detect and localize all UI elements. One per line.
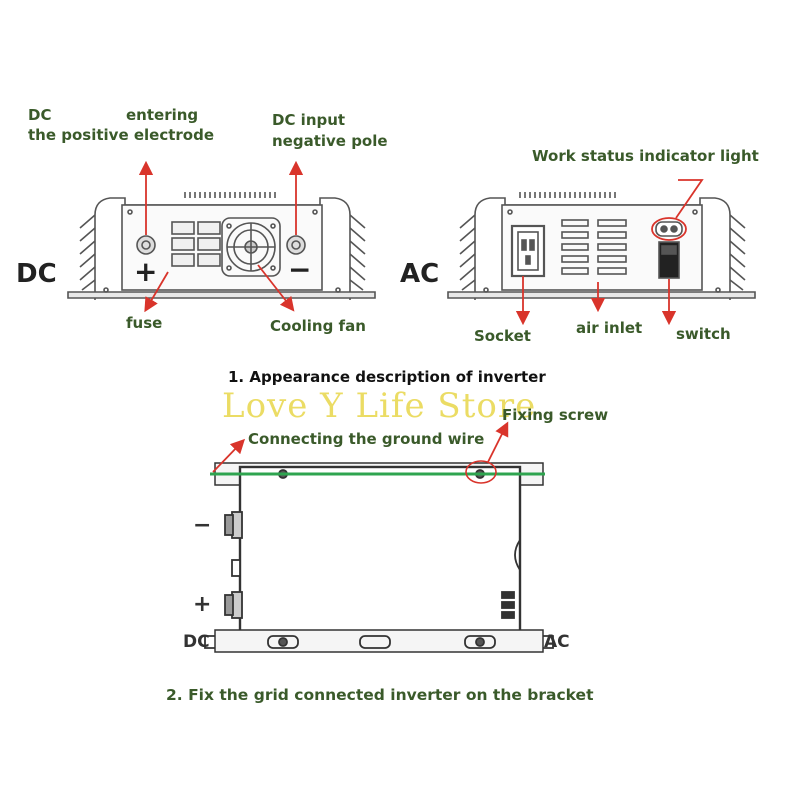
caption-bracket: 2. Fix the grid connected inverter on th… [166, 686, 594, 704]
dc-arrows [138, 160, 304, 313]
bracket-dc-label: DC [183, 632, 210, 652]
indicator-light [655, 221, 683, 237]
fuse-holders [171, 221, 221, 267]
label-ground-wire: Connecting the ground wire [248, 430, 485, 448]
label-air-inlet: air inlet [576, 319, 643, 337]
ac-right-fins [729, 214, 746, 291]
label-positive-electrode: the positive electrode [28, 126, 215, 144]
positive-terminal [136, 235, 156, 255]
fixing-screw-highlight [465, 460, 497, 484]
ac-top-fins [519, 192, 616, 198]
dc-right-fins [349, 214, 366, 291]
label-work-status: Work status indicator light [532, 147, 759, 165]
ac-arrows [515, 179, 704, 326]
label-socket: Socket [474, 327, 531, 345]
dc-panel-drawing [67, 192, 376, 300]
ac-panel-drawing [447, 192, 756, 300]
label-dc-input: DC input [272, 111, 346, 129]
label-fixing-screw: Fixing screw [502, 406, 609, 424]
inverter-body [238, 465, 522, 634]
ac-side-title: AC [400, 259, 440, 289]
dc-left-fins [79, 214, 96, 291]
bracket-ac-label: AC [544, 632, 570, 652]
cooling-fan [221, 217, 281, 277]
ac-left-fins [459, 214, 476, 291]
label-dc: DC [28, 106, 52, 124]
label-entering: entering [126, 106, 199, 124]
dc-side-title: DC [16, 259, 57, 289]
label-fuse: fuse [126, 314, 163, 332]
negative-symbol: − [288, 253, 312, 286]
air-inlet-grille [561, 219, 627, 275]
bracket-drawing [204, 462, 554, 653]
bracket-plus-symbol: + [193, 592, 212, 617]
watermark: Love Y Life Store [222, 386, 537, 426]
ac-socket [510, 224, 546, 278]
positive-symbol: + [134, 255, 158, 288]
dc-top-fins [184, 192, 276, 198]
label-switch: switch [676, 325, 731, 343]
bracket-minus-symbol: − [193, 513, 212, 538]
label-negative-pole: negative pole [272, 132, 388, 150]
negative-terminal [286, 235, 306, 255]
caption-appearance: 1. Appearance description of inverter [228, 368, 546, 386]
label-cooling-fan: Cooling fan [270, 317, 366, 335]
